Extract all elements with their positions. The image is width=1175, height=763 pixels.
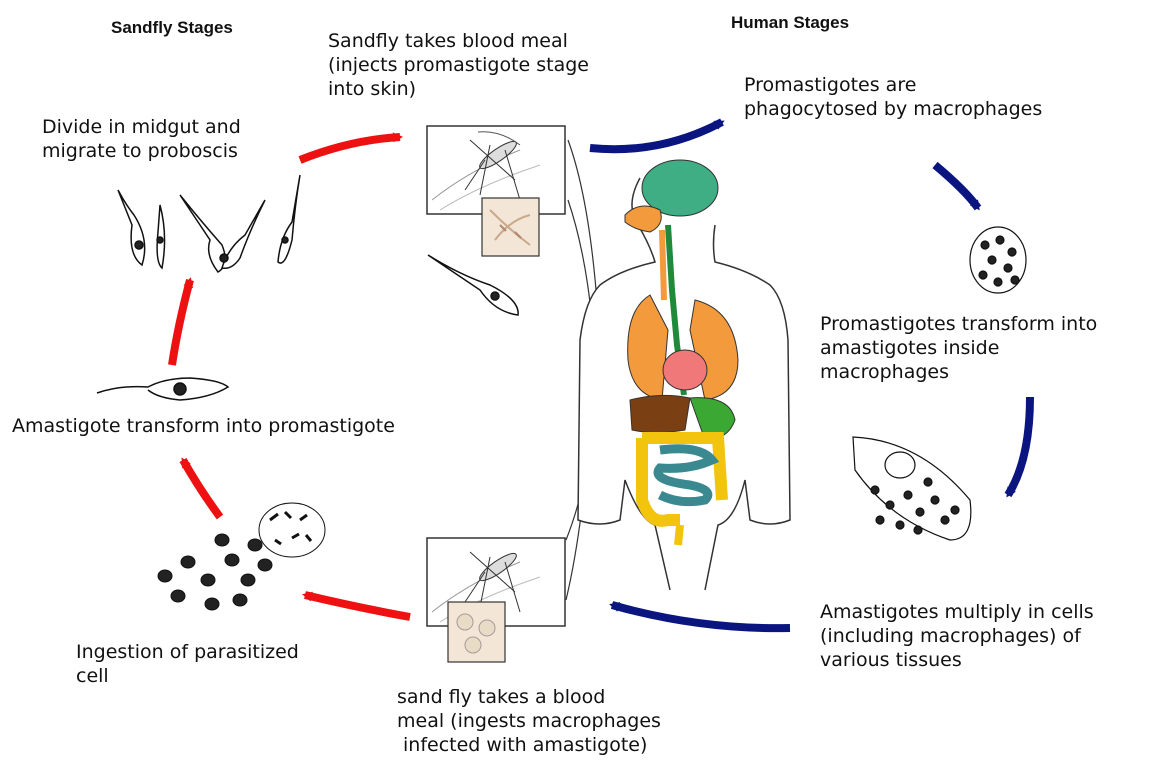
arrow-to-ingestion [305, 595, 410, 617]
label-phagocytosed: Promastigotes are phagocytosed by macrop… [744, 73, 1042, 121]
label-transform-amastigotes: Promastigotes transform into amastigotes… [820, 312, 1097, 384]
infected-macrophage [970, 227, 1026, 293]
arrow-to-phagocytosis [590, 122, 722, 149]
human-body-figure [578, 160, 790, 590]
sandfly-feeding-box-top [427, 126, 565, 256]
arrow-to-blood-meal [300, 137, 400, 160]
label-multiply: Amastigotes multiply in cells (including… [820, 600, 1094, 672]
arrow-to-multiplying-cell [1008, 397, 1030, 495]
transforming-amastigote [97, 378, 228, 400]
nasal-cavity [625, 206, 661, 232]
label-blood-meal-inject: Sandfly takes blood meal (injects promas… [328, 29, 589, 101]
multiplying-amastigotes-cell [853, 437, 971, 540]
human-stages-header: Human Stages [731, 13, 849, 33]
arrow-to-ingest-meal [612, 605, 790, 628]
sandfly-stages-header: Sandfly Stages [111, 18, 233, 38]
appendix [678, 525, 680, 545]
arrow-to-infected-macrophage [935, 165, 978, 208]
label-transform-promastigote: Amastigote transform into promastigote [12, 414, 395, 438]
label-divide-migrate: Divide in midgut and migrate to probosci… [42, 115, 241, 163]
small-intestine [658, 449, 712, 502]
arrow-to-transform [183, 460, 220, 517]
label-blood-meal-ingest: sand fly takes a blood meal (ingests mac… [397, 685, 661, 757]
liver-organ [630, 395, 690, 432]
heart-organ [663, 350, 707, 390]
trachea [662, 230, 664, 300]
parasitized-cells [158, 503, 325, 610]
arrow-to-promastigote-forms [172, 280, 190, 365]
sandfly-feeding-box-bottom [427, 538, 565, 662]
label-ingestion: Ingestion of parasitized cell [76, 640, 299, 688]
